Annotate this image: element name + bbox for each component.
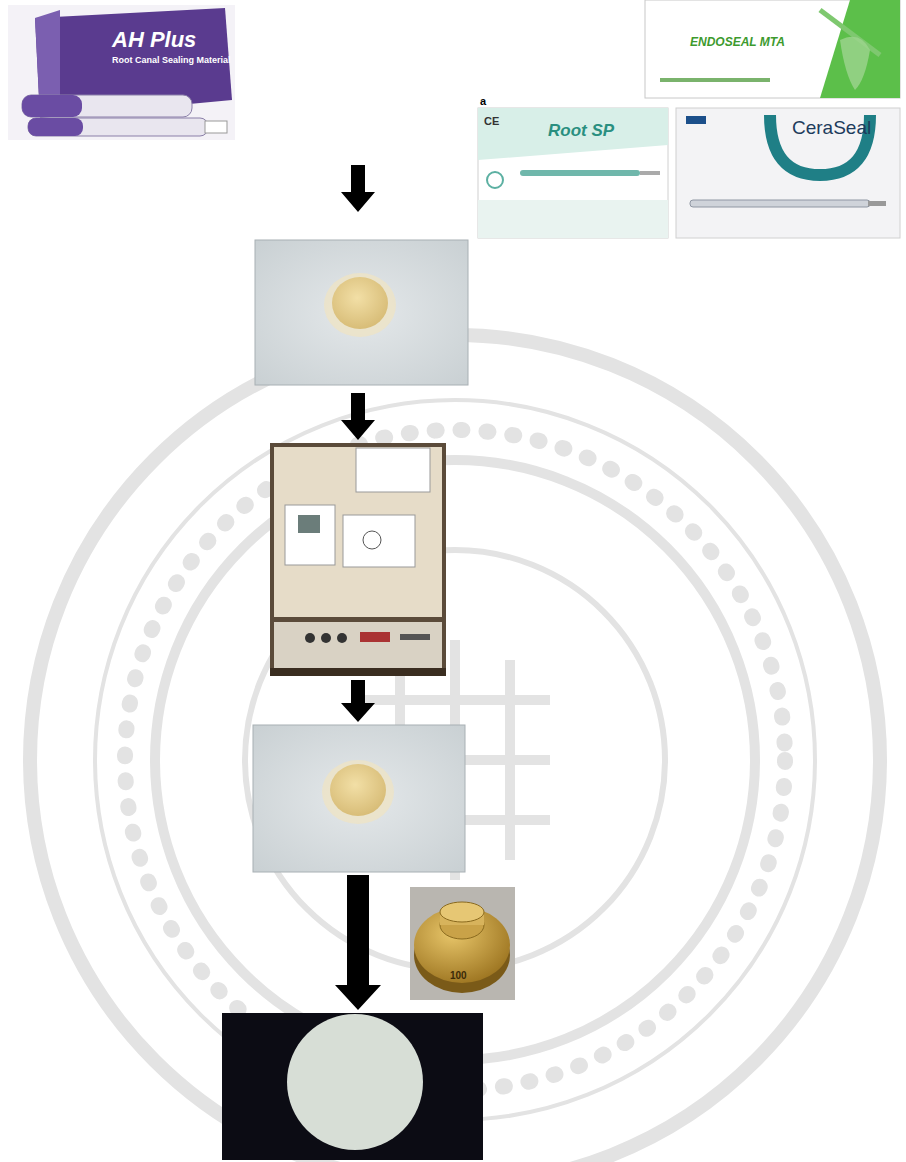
- ce-mark: CE: [484, 115, 499, 127]
- weight-marking: 100: [450, 970, 467, 981]
- product-name: ENDOSEAL MTA: [690, 36, 785, 49]
- incubator-oven: [270, 443, 446, 676]
- panel-letter: a: [480, 95, 486, 107]
- product-name: Root SP: [548, 122, 614, 141]
- ceraseal-package: [676, 108, 900, 238]
- product-description: Root Canal Sealing Material: [112, 56, 231, 66]
- brass-weight: [410, 887, 515, 1000]
- product-name: CeraSeal: [792, 118, 871, 139]
- rootsp-package: [478, 108, 668, 238]
- watermark-seal: [30, 335, 880, 1162]
- set-sealer-disc: [222, 1013, 483, 1160]
- glass-slab: [255, 240, 468, 385]
- endoseal-package: [645, 0, 900, 98]
- product-name: AH Plus: [112, 28, 196, 52]
- ahplus-package: [8, 5, 235, 140]
- glass-slab: [253, 725, 465, 872]
